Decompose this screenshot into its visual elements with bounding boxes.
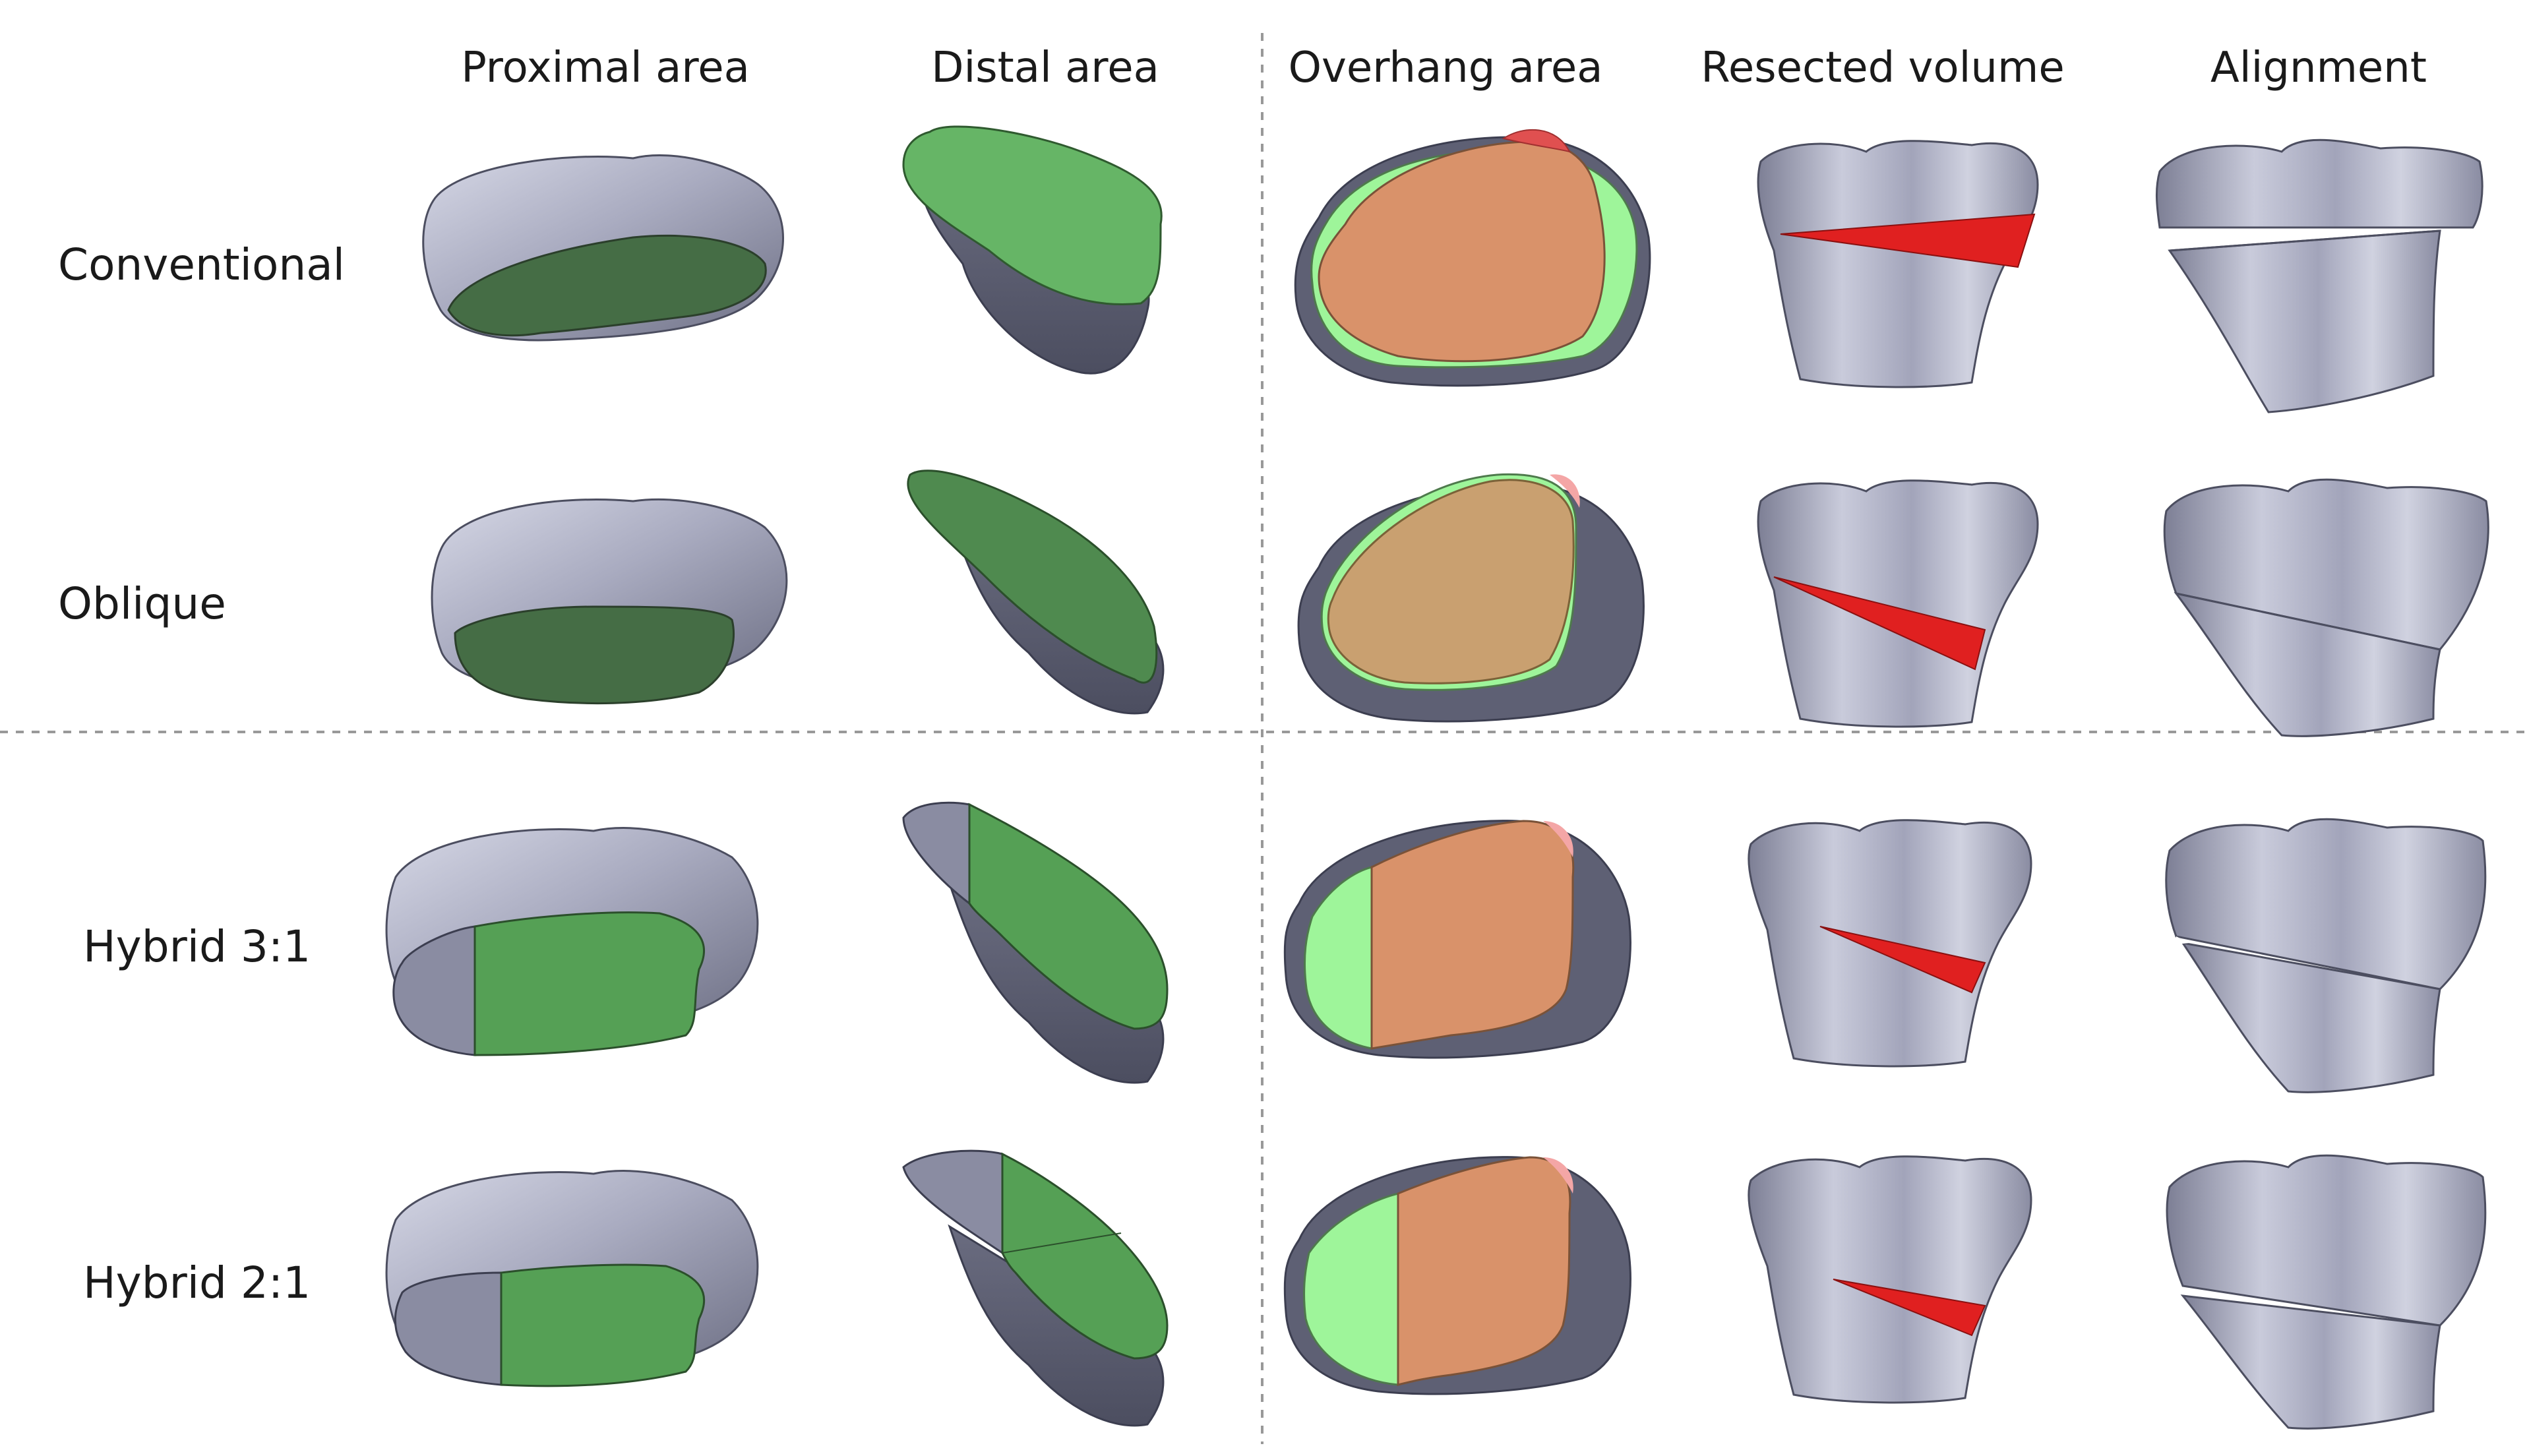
row-header-hybrid-3-1: Hybrid 3:1: [83, 921, 311, 972]
distal-area-hybrid-3-1: [902, 801, 1169, 1084]
distal-area-oblique: [907, 470, 1165, 715]
col-header-alignment: Alignment: [2210, 44, 2427, 92]
resected-volume-conventional: [1757, 140, 2039, 388]
col-header-resected-volume: Resected volume: [1701, 44, 2064, 92]
col-header-proximal-area: Proximal area: [461, 44, 750, 92]
overhang-area-oblique: [1297, 473, 1645, 723]
proximal-area-hybrid-3-1: [385, 827, 759, 1056]
distal-area-conventional: [902, 125, 1163, 375]
alignment-conventional: [2156, 138, 2483, 413]
distal-area-hybrid-2-1: [902, 1149, 1169, 1427]
alignment-oblique: [2163, 478, 2489, 737]
resected-volume-hybrid-2-1: [1748, 1155, 2032, 1404]
overhang-area-hybrid-3-1: [1283, 820, 1631, 1059]
overhang-area-hybrid-2-1: [1283, 1156, 1631, 1395]
col-header-distal-area: Distal area: [931, 44, 1159, 92]
proximal-area-hybrid-2-1: [385, 1170, 759, 1387]
col-header-overhang-area: Overhang area: [1289, 44, 1603, 92]
row-header-conventional: Conventional: [58, 239, 345, 290]
resected-volume-oblique: [1757, 479, 2039, 728]
row-header-hybrid-2-1: Hybrid 2:1: [83, 1258, 311, 1308]
alignment-hybrid-3-1: [2165, 818, 2487, 1093]
proximal-area-oblique: [431, 498, 788, 705]
proximal-area-conventional: [422, 154, 784, 342]
alignment-hybrid-2-1: [2166, 1154, 2487, 1430]
overhang-area-conventional: [1294, 129, 1651, 387]
row-header-oblique: Oblique: [58, 578, 226, 629]
resected-volume-hybrid-3-1: [1748, 819, 2032, 1068]
